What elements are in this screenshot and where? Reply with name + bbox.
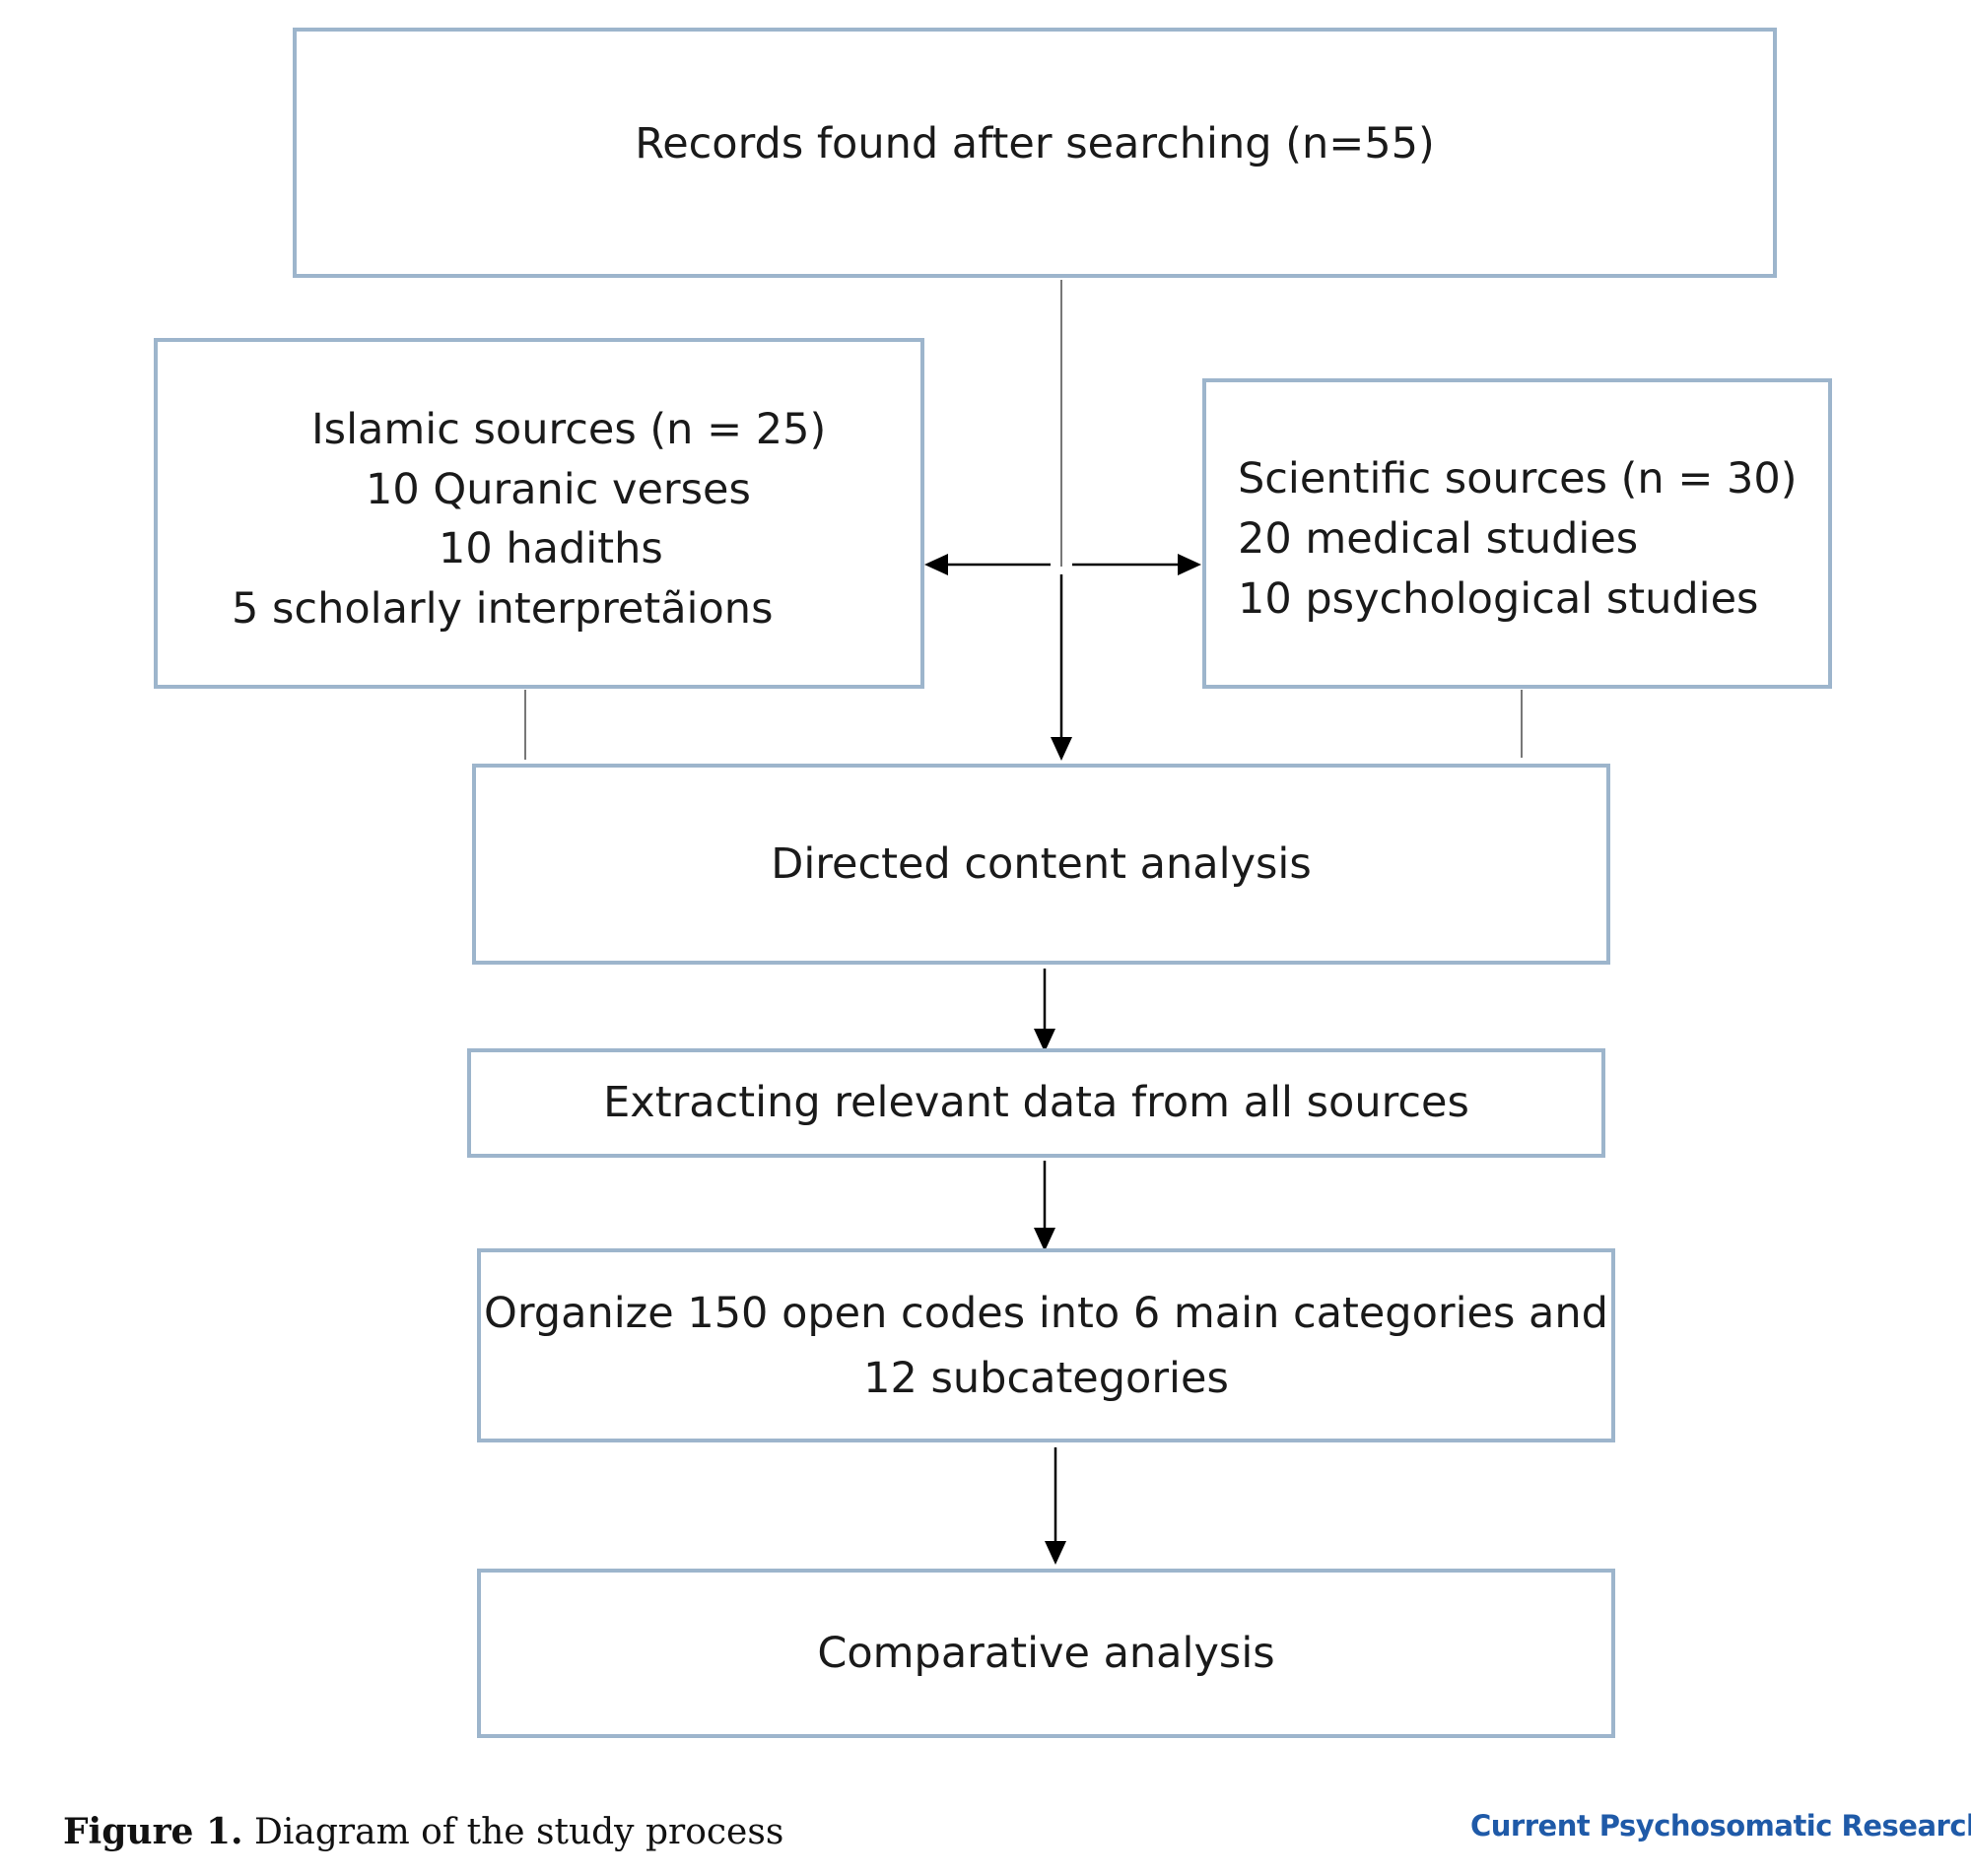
islamic-line-2: 10 Quranic verses bbox=[366, 465, 751, 514]
records-text: Records found after searching (n=55) bbox=[635, 118, 1435, 168]
figure-caption: Figure 1. Diagram of the study process bbox=[63, 1811, 783, 1852]
scientific-line-1: Scientific sources (n = 30) bbox=[1238, 454, 1798, 503]
islamic-sources-box: Islamic sources (n = 25) 10 Quranic vers… bbox=[154, 338, 924, 689]
arrow-to-extracting bbox=[1034, 1029, 1055, 1052]
caption-text: Diagram of the study process bbox=[254, 1812, 784, 1852]
arrow-to-scientific bbox=[1178, 554, 1201, 575]
scientific-sources-box: Scientific sources (n = 30) 20 medical s… bbox=[1202, 378, 1832, 689]
records-box: Records found after searching (n=55) bbox=[293, 28, 1777, 278]
scientific-line-2: 20 medical studies bbox=[1238, 514, 1639, 564]
organize-line-1: Organize 150 open codes into 6 main cate… bbox=[484, 1288, 1608, 1338]
comparative-analysis-box: Comparative analysis bbox=[477, 1569, 1615, 1738]
arrow-to-islamic bbox=[924, 554, 948, 575]
organize-line-2: 12 subcategories bbox=[863, 1353, 1229, 1403]
directed-analysis-box: Directed content analysis bbox=[472, 764, 1610, 965]
islamic-line-4: 5 scholarly interpretãions bbox=[232, 584, 774, 634]
organize-codes-box: Organize 150 open codes into 6 main cate… bbox=[477, 1248, 1615, 1442]
extracting-box: Extracting relevant data from all source… bbox=[467, 1048, 1605, 1158]
comparative-text: Comparative analysis bbox=[817, 1628, 1275, 1678]
caption-label: Figure 1. bbox=[63, 1811, 243, 1852]
journal-brand: Current Psychosomatic Research bbox=[1470, 1809, 1971, 1842]
extracting-text: Extracting relevant data from all source… bbox=[603, 1078, 1469, 1127]
directed-text: Directed content analysis bbox=[771, 838, 1312, 889]
arrow-to-directed bbox=[1051, 737, 1072, 761]
islamic-line-1: Islamic sources (n = 25) bbox=[311, 405, 827, 454]
arrow-to-organize bbox=[1034, 1228, 1055, 1251]
arrow-to-comparative bbox=[1045, 1541, 1066, 1565]
scientific-line-3: 10 psychological studies bbox=[1238, 574, 1759, 624]
islamic-line-3: 10 hadiths bbox=[439, 524, 663, 573]
